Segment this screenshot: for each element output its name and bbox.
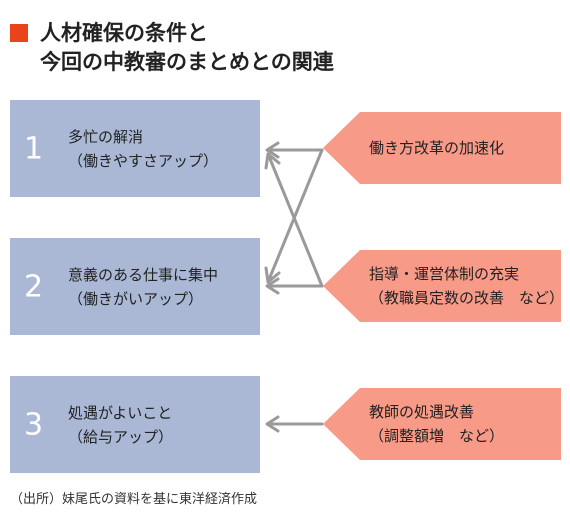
measure-box-3: 教師の処遇改善 （調整額増 など） bbox=[323, 388, 561, 460]
page-title-line-1: 人材確保の条件と bbox=[40, 21, 208, 45]
condition-box-2: 2 意義のある仕事に集中 （働きがいアップ） bbox=[10, 238, 260, 335]
measure-box-2: 指導・運営体制の充実 （教職員定数の改善 など） bbox=[323, 250, 564, 322]
condition-sublabel: （給与アップ） bbox=[68, 427, 174, 446]
measure-text: 教師の処遇改善 （調整額増 など） bbox=[369, 400, 504, 448]
condition-box-3: 3 処遇がよいこと （給与アップ） bbox=[10, 376, 260, 473]
measure-label: 教師の処遇改善 bbox=[369, 403, 475, 421]
condition-text: 多忙の解消 （働きやすさアップ） bbox=[68, 125, 218, 173]
measure-sublabel: （調整額増 など） bbox=[369, 427, 505, 445]
source-note: （出所）妹尾氏の資料を基に東洋経済作成 bbox=[10, 492, 258, 507]
measure-sublabel: （教職員定数の改善 など） bbox=[369, 289, 565, 307]
measure-text: 指導・運営体制の充実 （教職員定数の改善 など） bbox=[369, 262, 564, 310]
arrow-1-to-1-head bbox=[265, 141, 280, 159]
arrow-2-to-1-line bbox=[266, 152, 324, 288]
condition-box-1: 1 多忙の解消 （働きやすさアップ） bbox=[10, 100, 260, 197]
condition-label: 処遇がよいこと bbox=[68, 403, 173, 422]
condition-label: 意義のある仕事に集中 bbox=[68, 265, 219, 284]
measure-box-2-shape bbox=[323, 250, 561, 322]
measure-box-1-shape bbox=[323, 112, 561, 184]
condition-text: 処遇がよいこと （給与アップ） bbox=[68, 401, 173, 449]
arrow-2-to-2-head bbox=[265, 277, 280, 295]
measure-text: 働き方改革の加速化 bbox=[369, 136, 504, 160]
page-title-line-2: 今回の中教審のまとめとの関連 bbox=[40, 50, 334, 74]
condition-number: 1 bbox=[24, 131, 44, 166]
measure-label: 働き方改革の加速化 bbox=[369, 139, 505, 157]
title-marker bbox=[10, 24, 28, 42]
arrow-1-to-2-head bbox=[264, 266, 281, 284]
condition-number: 3 bbox=[24, 407, 44, 442]
measure-box-1: 働き方改革の加速化 bbox=[323, 112, 561, 184]
arrow-3-to-3-head bbox=[265, 415, 280, 433]
measure-label: 指導・運営体制の充実 bbox=[369, 265, 520, 283]
condition-text: 意義のある仕事に集中 （働きがいアップ） bbox=[68, 263, 218, 311]
condition-sublabel: （働きやすさアップ） bbox=[68, 151, 219, 170]
arrow-1-to-2-line bbox=[266, 148, 324, 284]
condition-label: 多忙の解消 bbox=[68, 127, 144, 146]
arrow-2-to-1-head bbox=[264, 152, 281, 170]
condition-sublabel: （働きがいアップ） bbox=[68, 289, 204, 308]
measure-box-3-shape bbox=[323, 388, 561, 460]
condition-number: 2 bbox=[24, 269, 44, 304]
